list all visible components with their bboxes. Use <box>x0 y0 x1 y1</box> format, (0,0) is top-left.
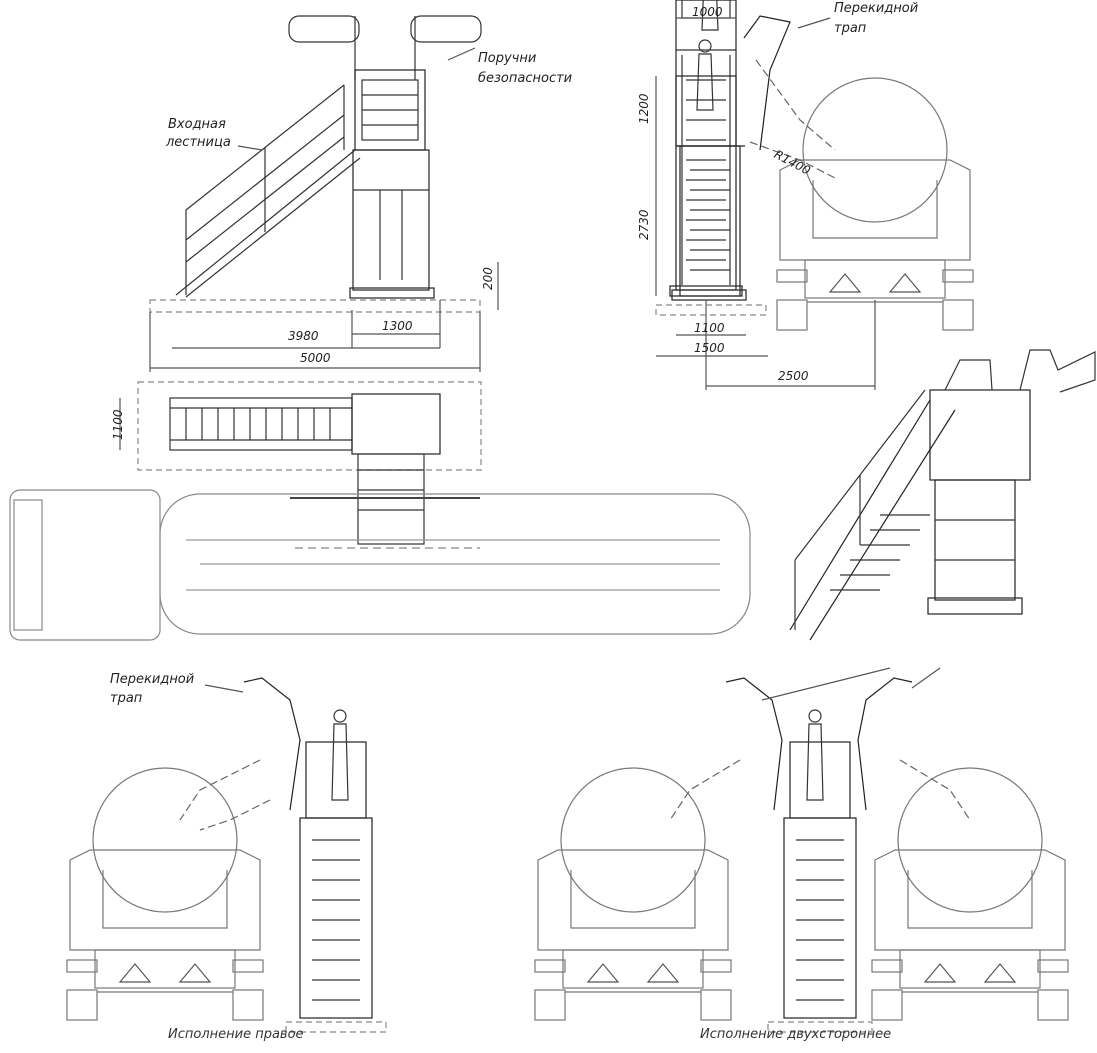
handrails-label-2: безопасности <box>478 71 573 86</box>
dimension-200: 200 <box>481 267 495 290</box>
gangway-top-label-2: трап <box>834 21 867 36</box>
dimension-3980: 3980 <box>288 329 319 343</box>
dimension-2500: 2500 <box>778 369 809 383</box>
front-view-with-truck <box>655 0 974 390</box>
plan-view <box>9 381 751 641</box>
dimension-5000: 5000 <box>300 351 331 365</box>
gangway-bottom-label-1: Перекидной <box>110 672 195 687</box>
handrails-label-1: Поручни <box>478 51 537 66</box>
dimension-2730: 2730 <box>637 209 651 240</box>
gangway-bottom-label-2: трап <box>110 691 143 706</box>
entrance-ladder-label-1: Входная <box>168 117 226 132</box>
caption-double-version: Исполнение двухстороннее <box>700 1027 892 1042</box>
dimension-1500: 1500 <box>694 341 725 355</box>
dimension-1100-plan: 1100 <box>111 409 125 440</box>
isometric-view <box>789 349 1096 641</box>
side-elevation <box>149 15 499 372</box>
dimension-1300: 1300 <box>382 319 413 333</box>
entrance-ladder-label-2: лестница <box>166 135 231 150</box>
right-version-view <box>66 677 387 1033</box>
double-version-view <box>534 667 1069 1033</box>
dimension-1100-front: 1100 <box>694 321 725 335</box>
dimension-1000: 1000 <box>692 5 723 19</box>
caption-right-version: Исполнение правое <box>168 1027 304 1042</box>
gangway-top-label-1: Перекидной <box>834 1 919 16</box>
dimension-1200: 1200 <box>637 93 651 124</box>
